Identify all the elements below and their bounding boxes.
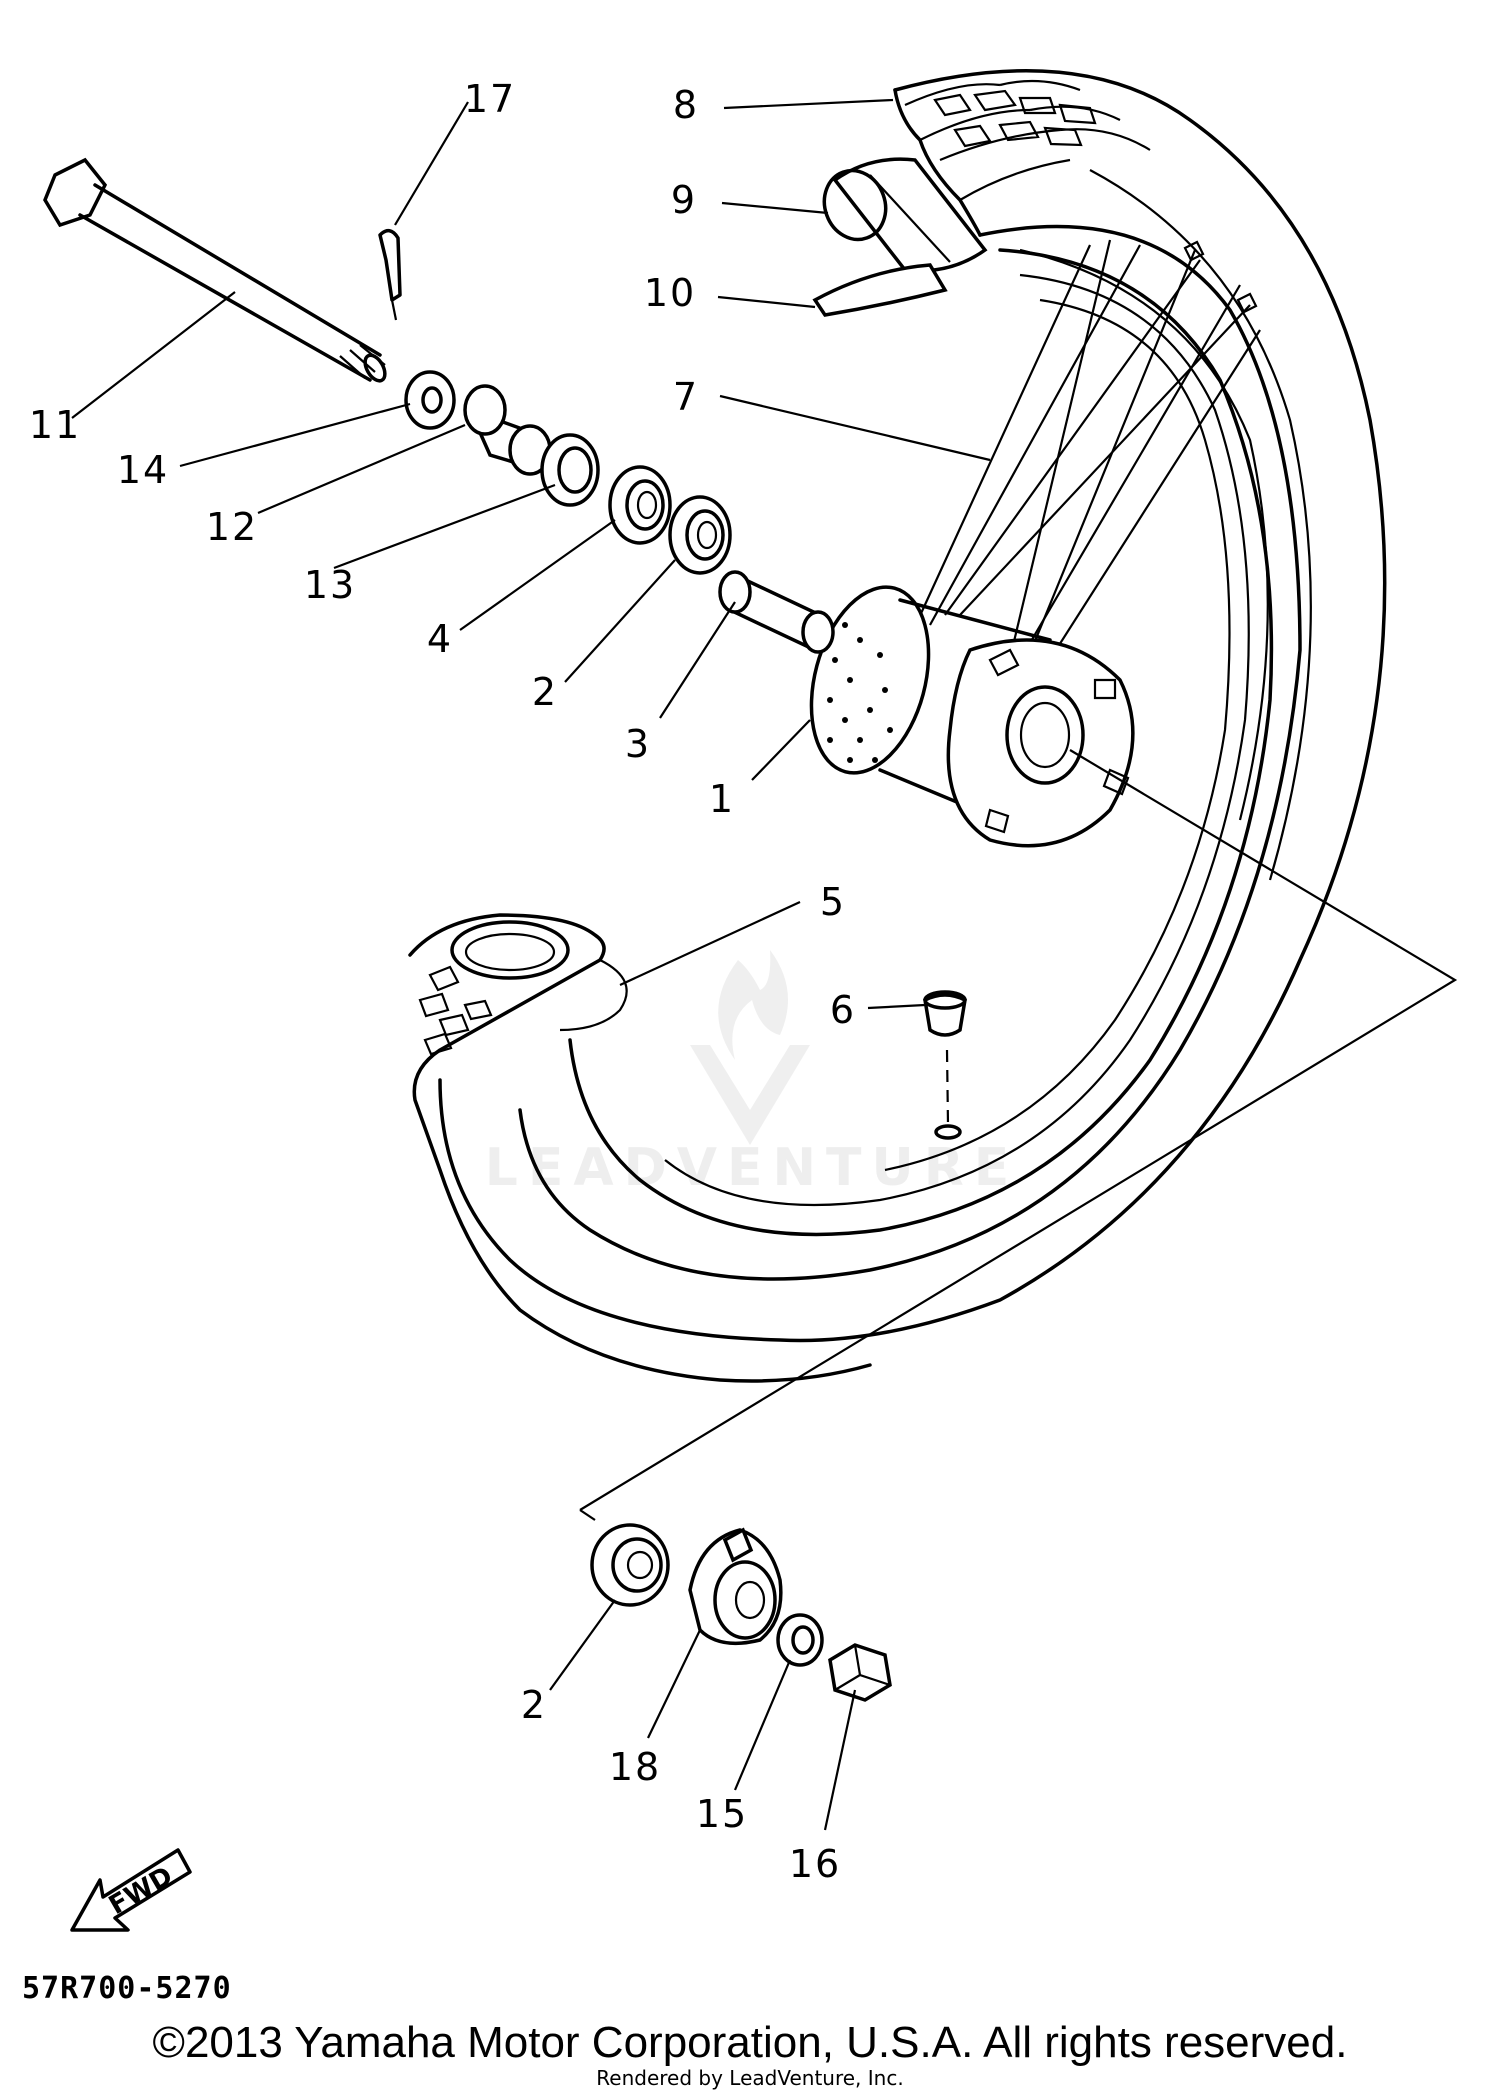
callout-16: 16 [789,1842,841,1886]
oil-seal-13 [540,433,600,507]
tube-9 [822,157,988,273]
callout-1: 1 [709,777,735,821]
callout-4: 4 [427,617,453,661]
collar-14 [404,370,456,430]
callout-7: 7 [673,375,699,419]
tire-8 [438,69,1387,1343]
spokes-7 [917,239,1261,701]
leader-lines [71,98,991,1831]
callout-17: 17 [464,77,516,121]
callout-9: 9 [671,178,697,222]
meter-gear-18 [688,1527,783,1646]
callout-5: 5 [820,880,846,924]
callout-6: 6 [830,988,856,1032]
callout-10: 10 [644,271,696,315]
bearing-2-lower [590,1523,670,1607]
axle-11 [43,157,387,383]
cotter-pin-17 [378,228,402,321]
bearing-4 [608,465,672,545]
valve-cap-6 [923,990,967,1140]
callout-18: 18 [609,1745,661,1789]
fwd-label: FWD [104,1861,178,1921]
rendered-by-notice: Rendered by LeadVenture, Inc. [596,2066,904,2090]
hub-1 [809,585,1135,848]
callout-3: 3 [625,722,651,766]
axle-nut-16 [828,1643,892,1702]
leadventure-logo-icon [690,950,810,1145]
collar-15 [776,1613,824,1667]
assembly-guide-lines [579,749,1458,1521]
callout-2-upper: 2 [532,670,558,714]
callout-14: 14 [117,448,169,492]
bearing-2-upper [668,495,732,575]
spacer-3 [718,570,835,654]
callout-15: 15 [696,1792,748,1836]
watermark-text: LEADVENTURE [485,1138,1020,1198]
rim-5 [408,248,1274,1383]
callout-13: 13 [304,563,356,607]
collar-12 [463,384,552,476]
callout-8: 8 [673,83,699,127]
rim-band-10 [812,263,948,317]
callout-2-lower: 2 [521,1683,547,1727]
diagram-code: 57R700-5270 [22,1971,232,2006]
fwd-arrow-icon: FWD [70,1848,192,1932]
copyright-notice: ©2013 Yamaha Motor Corporation, U.S.A. A… [152,2018,1348,2067]
callout-12: 12 [206,505,258,549]
callout-11: 11 [29,403,81,447]
